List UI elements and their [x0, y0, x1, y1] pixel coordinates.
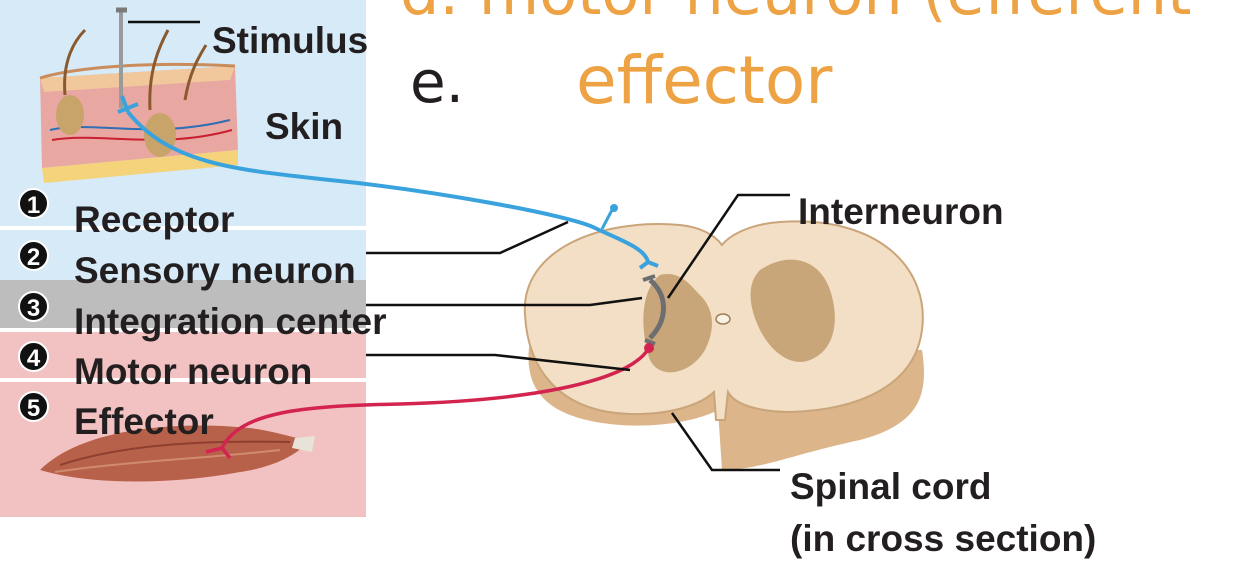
integration-panel — [0, 280, 366, 328]
step-4-label: Motor neuron — [74, 351, 313, 392]
motor-panel — [0, 332, 366, 378]
interneuron-label: Interneuron — [798, 191, 1004, 232]
sensory-panel — [0, 230, 366, 280]
stimulus-label: Stimulus — [212, 20, 369, 61]
motor-neuron-path — [205, 343, 654, 460]
step-4-badge: 4 — [18, 341, 49, 372]
step-1-badge: 1 — [18, 188, 49, 219]
sensory-neuron-path — [117, 95, 659, 270]
spinal-cord-illustration — [523, 220, 925, 470]
spinal-cord-sublabel: (in cross section) — [790, 518, 1097, 559]
step-5-label: Effector — [74, 401, 214, 442]
skin-illustration — [39, 28, 238, 183]
slide-item-effector: effector — [576, 42, 833, 119]
slide-top-line: d. motor neuron (efferent — [400, 0, 1191, 29]
step-2-badge: 2 — [18, 240, 49, 271]
spinal-cord-label: Spinal cord — [790, 466, 992, 507]
skin-label: Skin — [265, 106, 344, 147]
step-5-badge: 5 — [18, 391, 49, 422]
step-1-label: Receptor — [74, 199, 235, 240]
stimulus-pin — [116, 7, 200, 108]
slide-item-letter: e. — [410, 48, 465, 116]
muscle-illustration — [40, 425, 315, 482]
leader-lines — [366, 193, 790, 472]
step-3-label: Integration center — [74, 301, 387, 342]
step-2-label: Sensory neuron — [74, 250, 356, 291]
interneuron-path — [642, 274, 666, 346]
step-3-badge: 3 — [18, 291, 49, 322]
